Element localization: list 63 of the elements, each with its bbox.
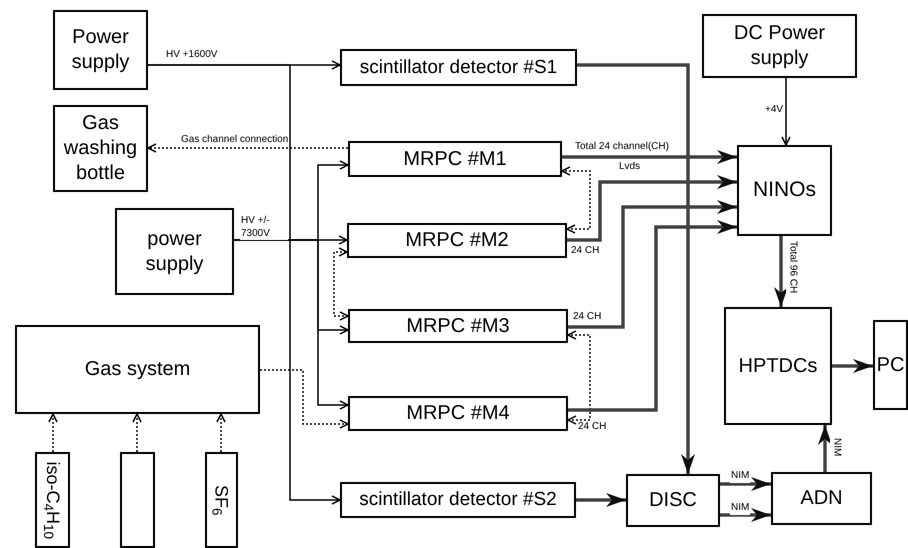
process-box (348, 309, 568, 343)
arrow (148, 64, 341, 505)
arrow (216, 413, 226, 452)
node-text: Gas system (84, 357, 192, 382)
node-text: MRPC #M1 (402, 146, 508, 172)
process-box (771, 472, 872, 525)
node-text: power supply (144, 226, 204, 276)
process-box (737, 145, 832, 236)
edge-label: Total 96 CH (786, 240, 798, 294)
arrow (832, 359, 873, 373)
process-box (340, 49, 577, 86)
process-box (205, 452, 238, 548)
arrow (720, 477, 771, 491)
process-box (348, 141, 562, 177)
arrow (333, 247, 349, 321)
arrow (234, 239, 349, 410)
node-text: PC (876, 352, 906, 378)
node-text: scintillator detector #S2 (358, 488, 558, 512)
edge-label: Total 24 channel(CH) (574, 141, 670, 154)
process-box (724, 307, 832, 425)
arrow (260, 369, 349, 429)
arrow (562, 150, 737, 164)
node-text: ADN (799, 486, 844, 511)
arrow (567, 175, 737, 242)
edge-label: NIM (730, 470, 750, 482)
node-text: MRPC #M2 (404, 228, 510, 253)
arrow (48, 413, 58, 452)
node-text: scintillator detector #S1 (358, 56, 558, 80)
node-text: Gas washing bottle (62, 111, 138, 186)
process-box (115, 208, 234, 295)
arrow (568, 200, 737, 329)
arrow (576, 493, 626, 507)
arrow (132, 413, 142, 452)
arrow (818, 425, 832, 472)
process-box (340, 482, 576, 518)
process-box (626, 474, 720, 527)
node-text: HPTDCs (738, 354, 818, 378)
process-box (15, 325, 260, 414)
gas-bottle-box (120, 452, 155, 548)
arrow (567, 330, 591, 425)
arrow (561, 166, 591, 234)
process-box (873, 320, 908, 410)
process-box (53, 10, 148, 90)
process-box (702, 14, 857, 78)
arrow (774, 236, 788, 307)
node-text: Power supply (70, 25, 130, 75)
arrow (568, 220, 737, 412)
arrow (147, 143, 348, 153)
process-box (348, 396, 568, 431)
process-box (347, 223, 567, 258)
arrow (781, 78, 791, 146)
edge-label: NIM (730, 502, 750, 514)
arrow (577, 63, 695, 474)
node-text: DC Power supply (732, 21, 826, 71)
process-box (53, 105, 148, 192)
edge-label: NIM (830, 437, 842, 458)
node-text: MRPC #M4 (405, 401, 511, 426)
arrow (720, 508, 771, 522)
process-box (35, 452, 70, 548)
node-text: MRPC #M3 (405, 314, 511, 338)
edge-label: HV +/- 7300V (240, 215, 288, 240)
node-text: DISC (648, 488, 698, 513)
node-text: NINOs (752, 177, 817, 204)
